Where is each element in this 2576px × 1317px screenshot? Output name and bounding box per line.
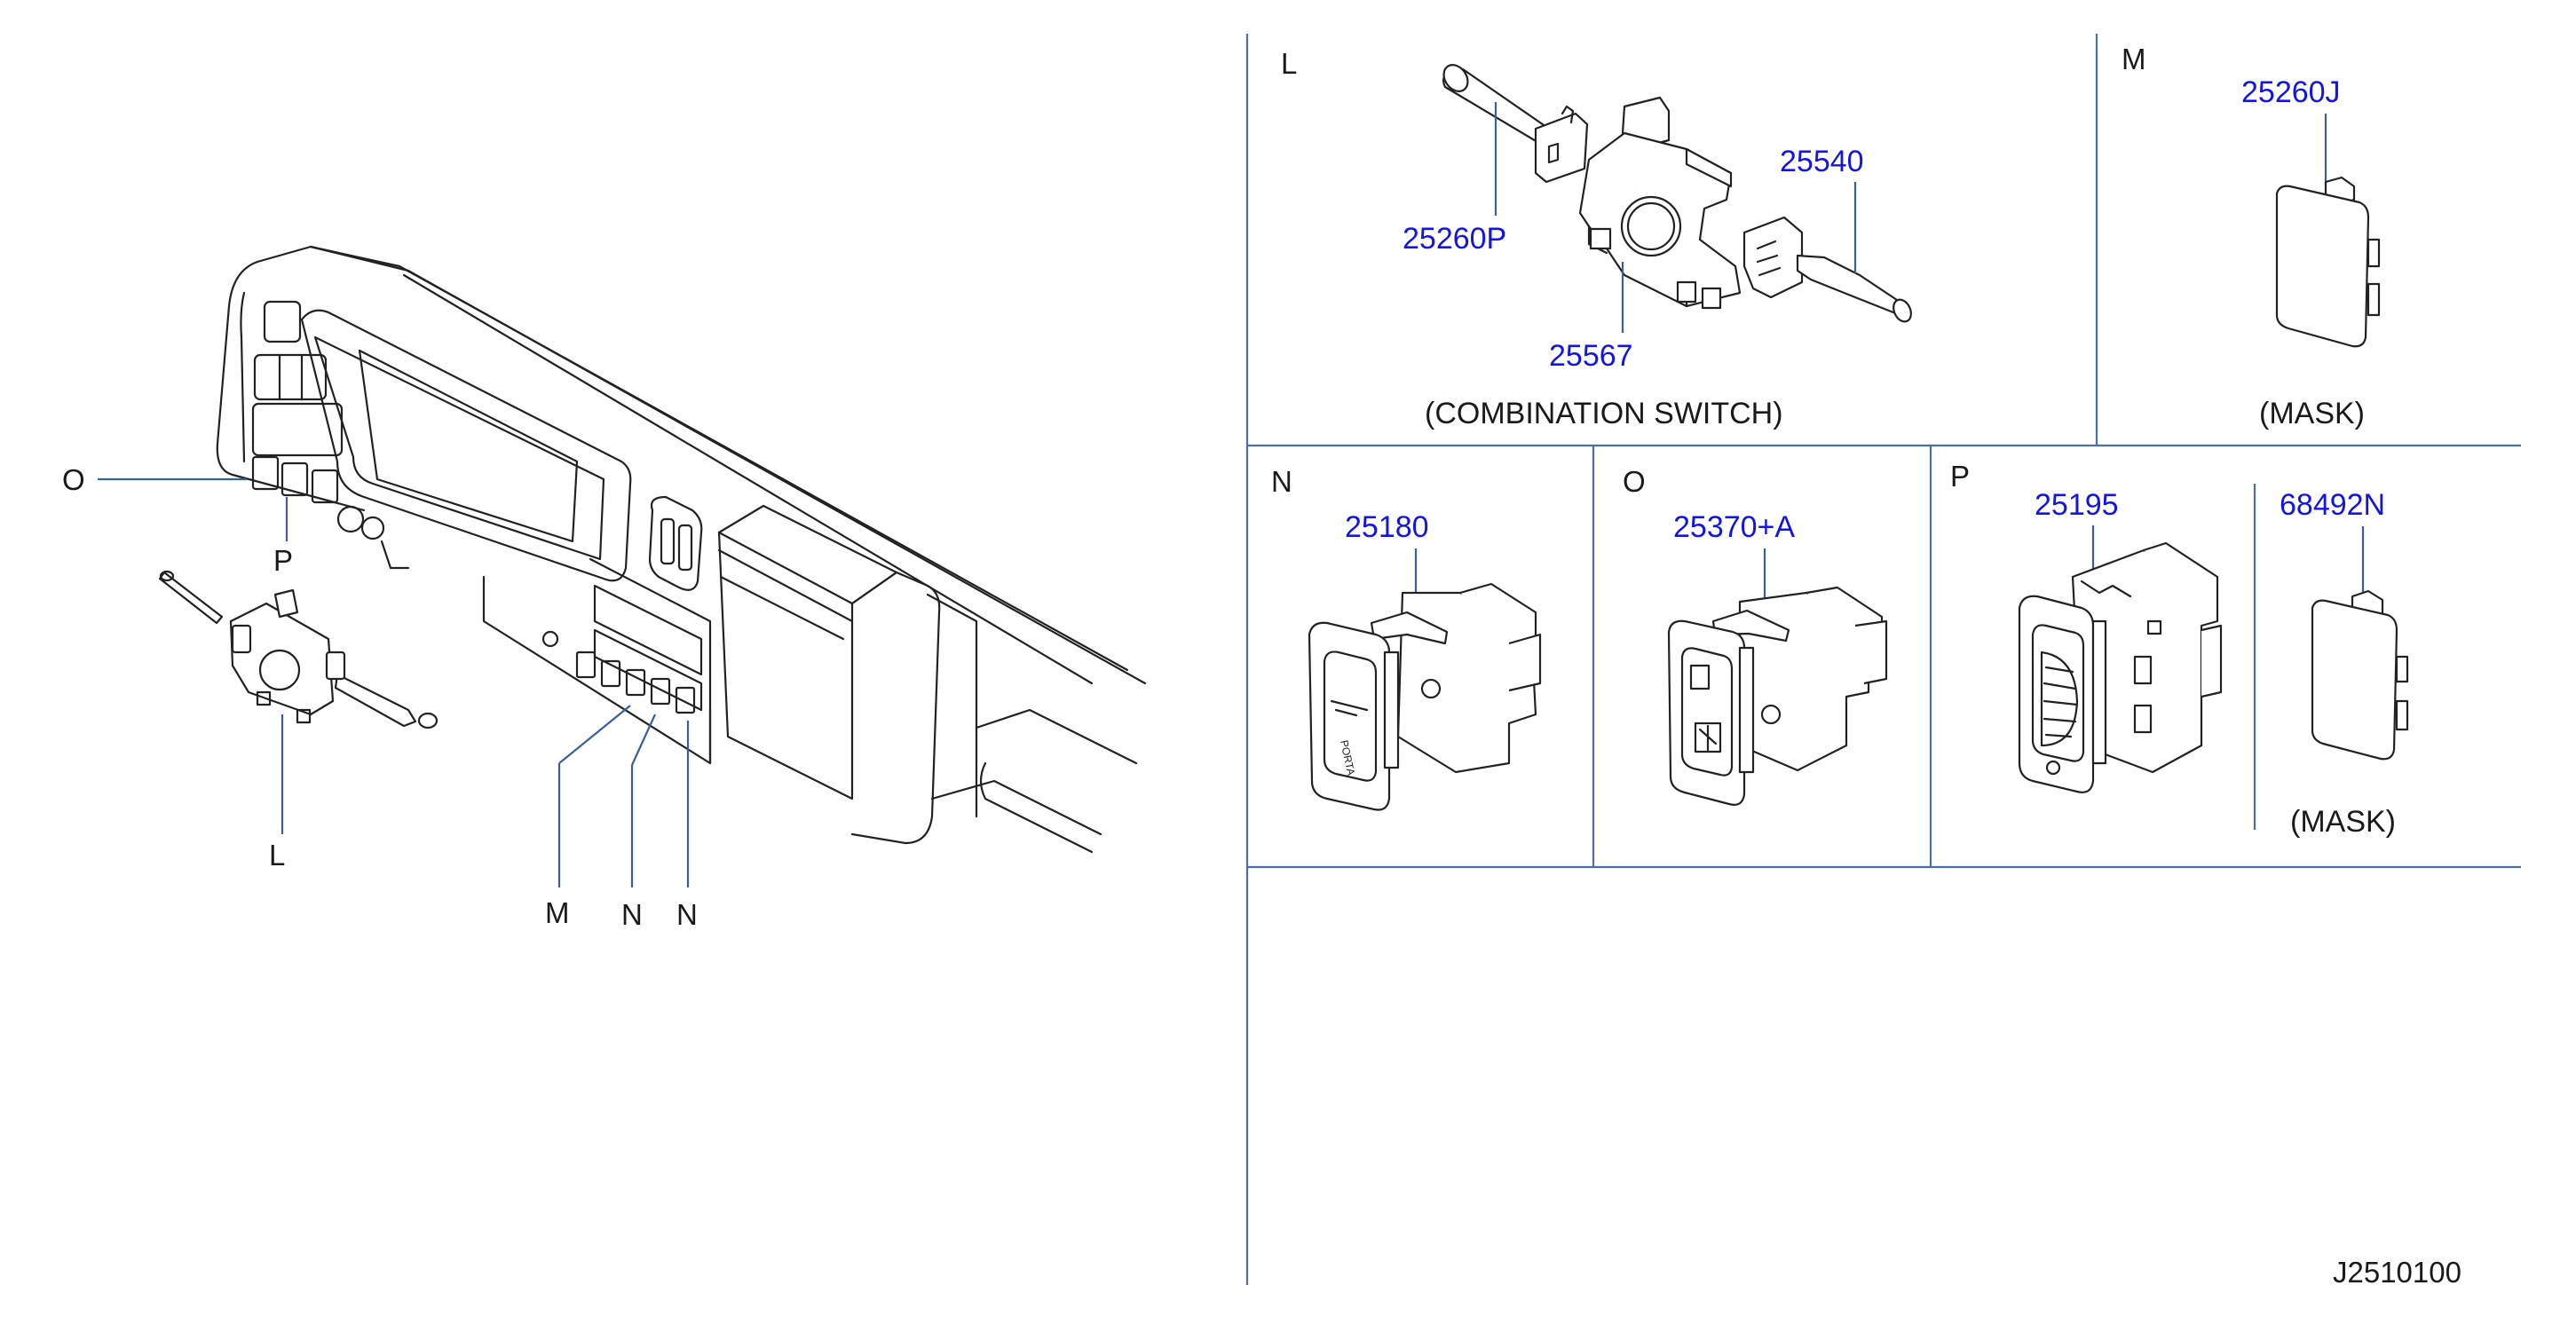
callout-o: O <box>62 463 85 496</box>
panel-n-letter: N <box>1271 465 1292 498</box>
panel-m-caption: (MASK) <box>2259 397 2365 430</box>
callout-p: P <box>273 544 293 577</box>
panel-l-letter: L <box>1281 47 1297 80</box>
callout-n-2: N <box>676 898 698 931</box>
part-25370-a[interactable]: 25370+A <box>1673 510 1795 544</box>
part-25260j[interactable]: 25260J <box>2241 75 2341 109</box>
panel-p-letter: P <box>1950 460 1970 493</box>
panel-grid <box>1245 34 2521 1285</box>
panel-n: N 25180 PORTA <box>1271 465 1542 811</box>
part-25567[interactable]: 25567 <box>1549 339 1633 373</box>
part-25195[interactable]: 25195 <box>2035 488 2119 522</box>
steering-combination-switch-illustration <box>158 570 439 729</box>
part-25540[interactable]: 25540 <box>1780 145 1864 178</box>
panel-l-caption: (COMBINATION SWITCH) <box>1425 397 1783 430</box>
part-25260p[interactable]: 25260P <box>1403 222 1506 256</box>
panel-p-caption: (MASK) <box>2290 805 2396 839</box>
dashboard-leaders <box>98 477 690 887</box>
callout-n-1: N <box>621 898 643 931</box>
part-25180[interactable]: 25180 <box>1345 510 1429 544</box>
panel-p: P 25195 68492N (MASK) <box>1950 460 2409 839</box>
panel-l: L 25260P 25567 25540 (COMBINATION SWITCH… <box>1281 47 1912 430</box>
panel-m-letter: M <box>2122 43 2146 75</box>
part-68492n[interactable]: 68492N <box>2280 488 2385 522</box>
panel-m: M 25260J (MASK) <box>2122 43 2381 430</box>
diagram-code: J2510100 <box>2333 1256 2461 1289</box>
dashboard-illustration <box>216 245 1147 854</box>
callout-l: L <box>269 839 285 871</box>
panel-o-letter: O <box>1623 465 1646 498</box>
callout-m: M <box>545 896 570 929</box>
panel-o: O 25370+A <box>1623 465 1888 806</box>
